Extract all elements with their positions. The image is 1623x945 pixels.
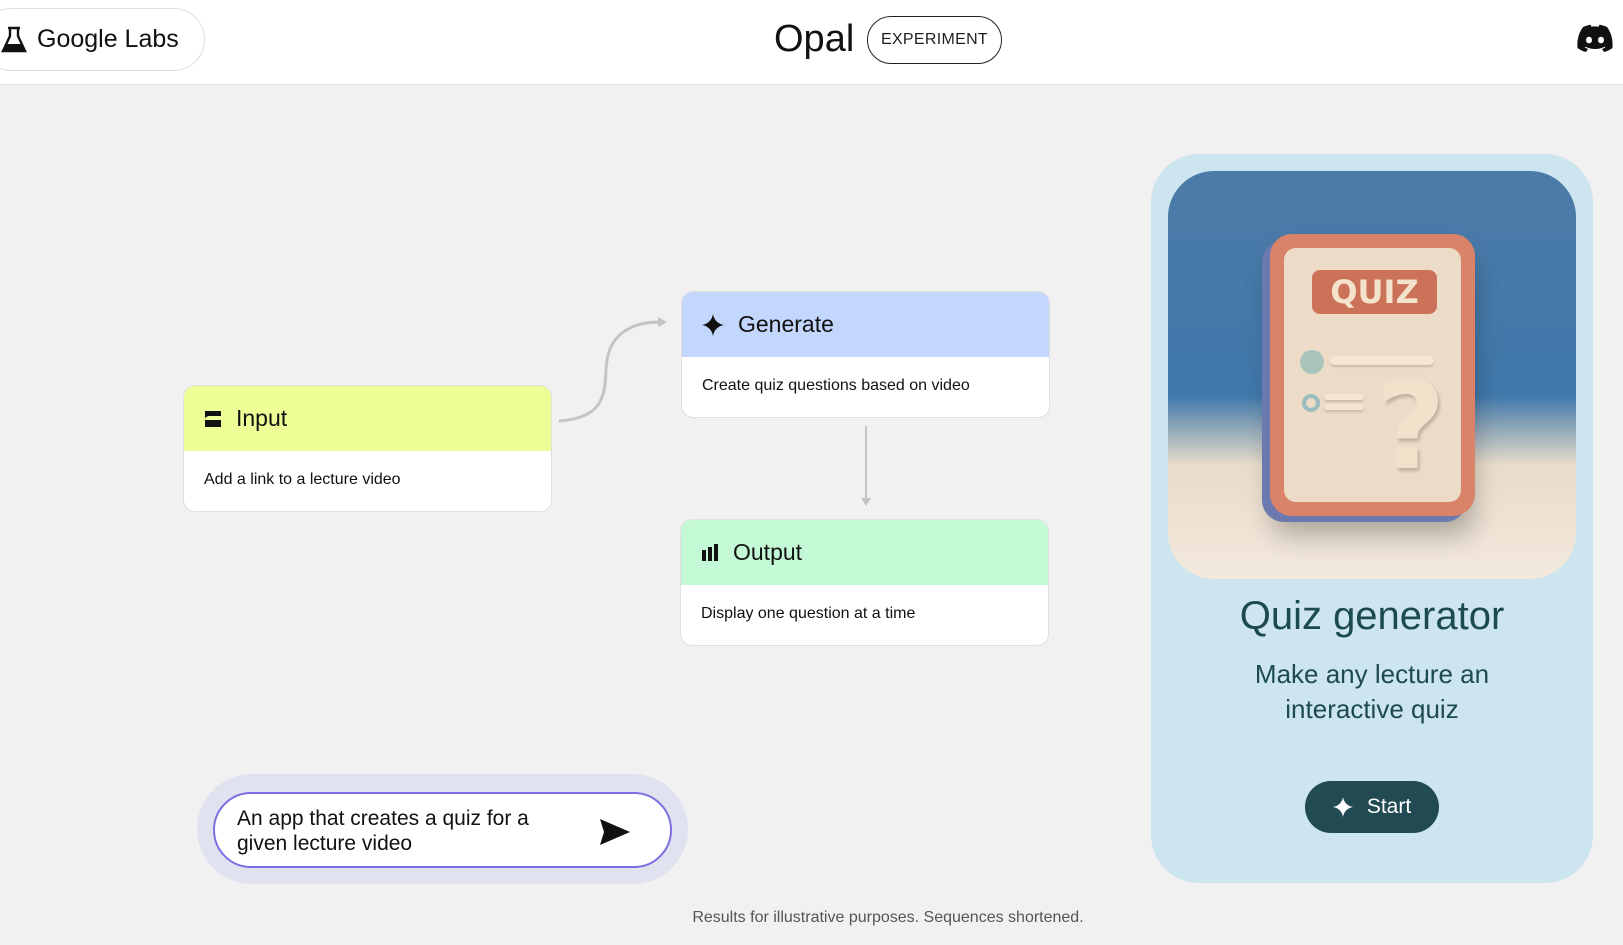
arrowhead-icon bbox=[658, 317, 667, 327]
node-description: Display one question at a time bbox=[701, 605, 916, 622]
node-output[interactable]: Output Display one question at a time bbox=[680, 519, 1049, 646]
node-title: Generate bbox=[738, 311, 834, 337]
node-title: Input bbox=[236, 405, 288, 431]
experiment-badge: EXPERIMENT bbox=[867, 16, 1002, 64]
sparkle-icon bbox=[702, 313, 724, 336]
node-header: Generate bbox=[682, 292, 1049, 357]
app-title-heading: Quiz generator bbox=[1239, 594, 1505, 638]
app-subtitle: Make any lecture an interactive quiz bbox=[1151, 657, 1593, 727]
node-input[interactable]: Input Add a link to a lecture video bbox=[183, 385, 552, 512]
node-description: Add a link to a lecture video bbox=[204, 471, 401, 488]
google-labs-button[interactable]: Google Labs bbox=[0, 8, 205, 71]
sparkle-icon bbox=[1332, 797, 1353, 817]
output-icon bbox=[702, 543, 718, 561]
start-label: Start bbox=[1366, 795, 1412, 818]
prompt-input[interactable]: An app that creates a quiz for a given l… bbox=[213, 792, 672, 868]
subtitle-line: interactive quiz bbox=[1285, 694, 1459, 724]
start-button[interactable]: Start bbox=[1305, 781, 1439, 833]
app-preview-card: QUIZ ? Quiz generator Make any lecture a… bbox=[1151, 154, 1593, 883]
quiz-illustration: QUIZ ? bbox=[1168, 171, 1576, 579]
app-title: Opal bbox=[774, 18, 855, 60]
node-header: Output bbox=[681, 520, 1048, 585]
node-generate[interactable]: Generate Create quiz questions based on … bbox=[681, 291, 1050, 418]
top-bar: Google Labs Opal EXPERIMENT bbox=[0, 0, 1623, 85]
disclaimer: Results for illustrative purposes. Seque… bbox=[692, 909, 1084, 926]
node-header: Input bbox=[184, 386, 551, 451]
node-title: Output bbox=[733, 539, 803, 565]
prompt-text: An app that creates a quiz for a given l… bbox=[237, 807, 529, 855]
arrowhead-icon bbox=[861, 498, 871, 506]
input-icon bbox=[205, 410, 221, 427]
connector-input-generate bbox=[558, 320, 661, 423]
brand-label: Google Labs bbox=[37, 25, 179, 53]
send-icon[interactable] bbox=[600, 819, 630, 845]
quiz-label: QUIZ bbox=[1312, 270, 1437, 314]
subtitle-line: Make any lecture an bbox=[1254, 659, 1490, 689]
quiz-sheet-graphic: QUIZ ? bbox=[1270, 234, 1475, 516]
discord-icon[interactable] bbox=[1577, 24, 1613, 52]
prompt-container: An app that creates a quiz for a given l… bbox=[197, 774, 688, 884]
flask-icon bbox=[1, 26, 27, 52]
node-description: Create quiz questions based on video bbox=[702, 377, 970, 394]
